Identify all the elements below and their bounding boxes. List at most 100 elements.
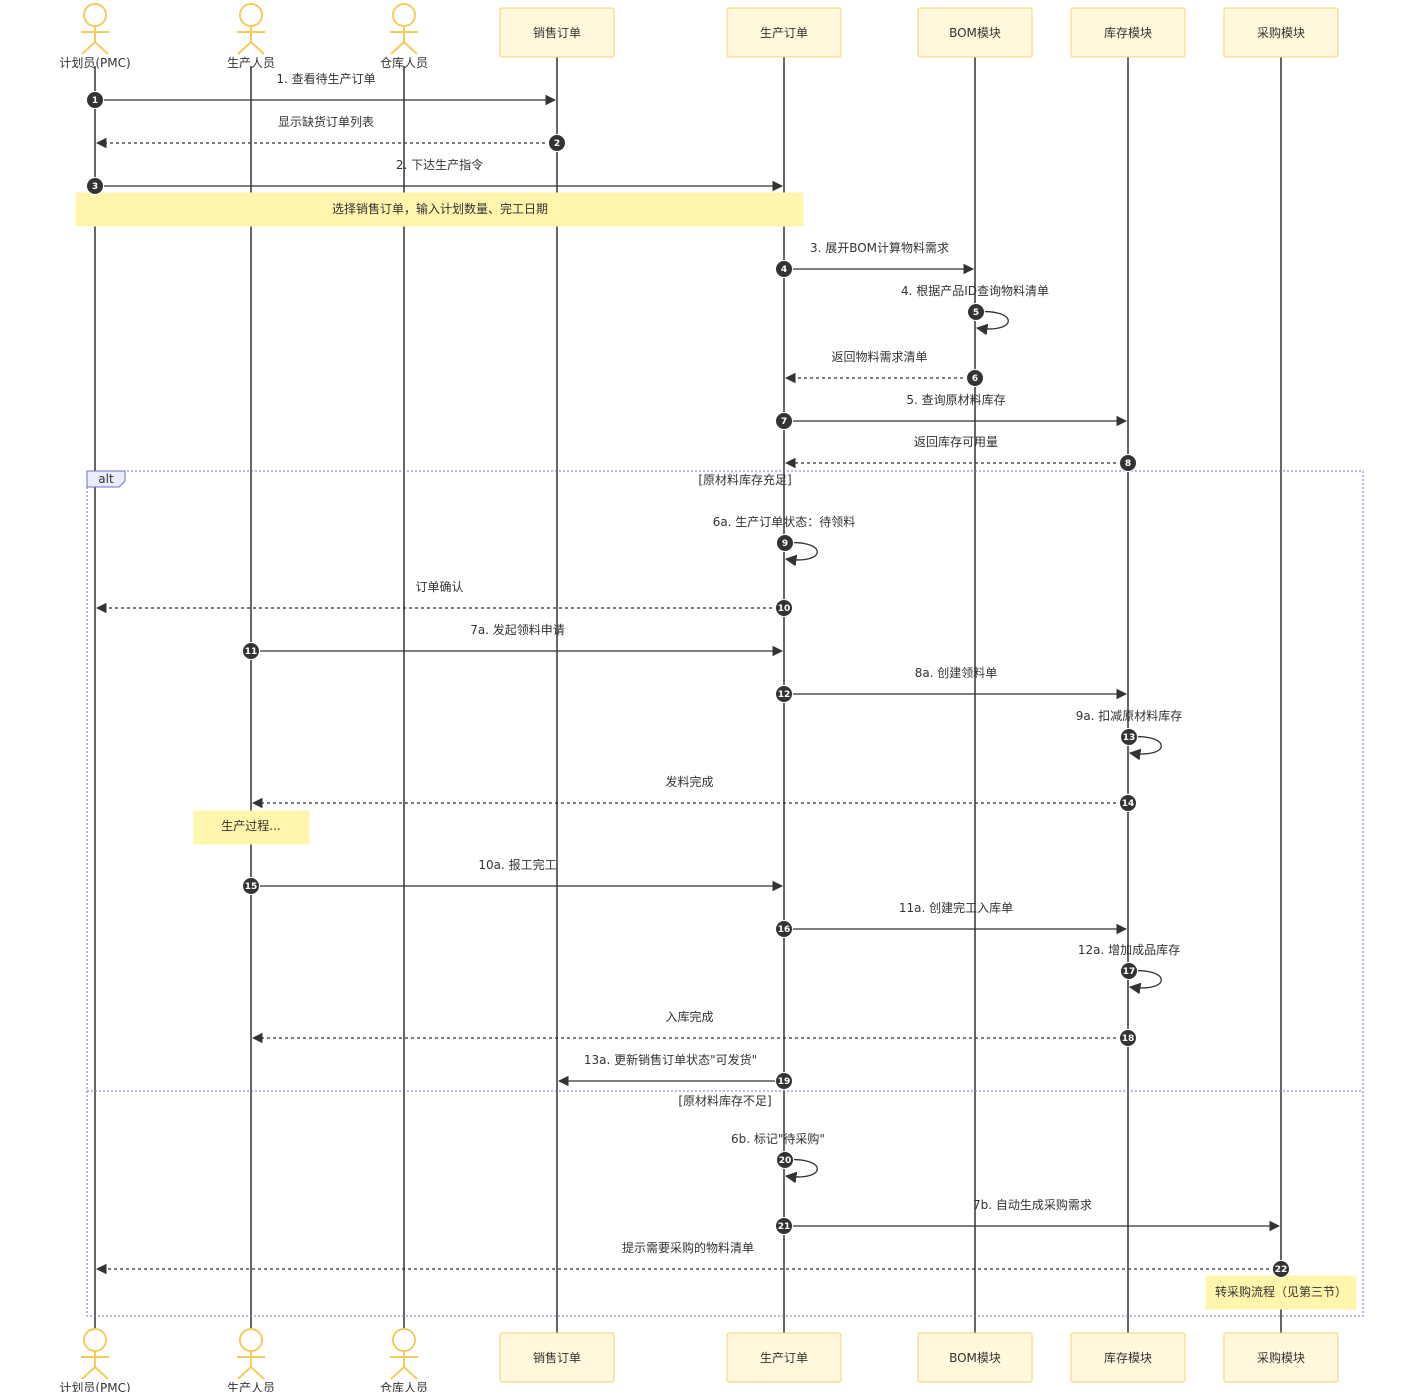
participant-prod_staff-top: 生产人员 bbox=[227, 3, 275, 70]
participant-label: 采购模块 bbox=[1257, 1350, 1305, 1365]
sequence-number: 3 bbox=[92, 182, 98, 192]
sequence-number-badge: 13 bbox=[1120, 728, 1138, 746]
participant-pmc-top: 计划员(PMC) bbox=[59, 3, 131, 70]
participant-wh_staff-bottom: 仓库人员 bbox=[380, 1328, 428, 1395]
note-to-purchase: 转采购流程（见第三节） bbox=[1205, 1275, 1357, 1310]
actor-label: 仓库人员 bbox=[380, 1380, 428, 1392]
alt-fragment: alt [原材料库存充足] [原材料库存不足] bbox=[86, 470, 1364, 1317]
actor-label: 仓库人员 bbox=[380, 55, 428, 70]
message-arrow bbox=[783, 541, 818, 567]
actor-icon bbox=[81, 1328, 109, 1380]
sequence-number: 19 bbox=[778, 1077, 791, 1087]
message-label: 13a. 更新销售订单状态"可发货" bbox=[584, 1052, 757, 1067]
note-box bbox=[75, 192, 804, 227]
actor-icon bbox=[390, 1328, 418, 1380]
actor-label: 生产人员 bbox=[227, 56, 275, 70]
participant-box bbox=[1070, 7, 1186, 58]
sequence-number-badge: 15 bbox=[242, 877, 260, 895]
message-label: 2. 下达生产指令 bbox=[396, 157, 483, 172]
alt-frame bbox=[86, 470, 1364, 1317]
message-15: 10a. 报工完工 15 bbox=[242, 857, 784, 895]
message-label: 10a. 报工完工 bbox=[478, 857, 556, 872]
sequence-number-badge: 4 bbox=[775, 260, 793, 278]
participant-box bbox=[726, 1332, 842, 1383]
note-text: 转采购流程（见第三节） bbox=[1215, 1284, 1347, 1299]
participant-pmc-bottom: 计划员(PMC) bbox=[59, 1328, 131, 1395]
sequence-number-badge: 14 bbox=[1119, 794, 1137, 812]
sequence-number-badge: 9 bbox=[776, 534, 794, 552]
alt-condition-insufficient: [原材料库存不足] bbox=[678, 1093, 771, 1108]
sequence-number-badge: 12 bbox=[775, 685, 793, 703]
message-label: 提示需要采购的物料清单 bbox=[622, 1240, 754, 1255]
alt-condition-sufficient: [原材料库存充足] bbox=[698, 472, 791, 487]
sequence-number: 10 bbox=[778, 604, 791, 614]
participant-inventory-top: 库存模块 bbox=[1070, 7, 1186, 58]
message-label: 入库完成 bbox=[665, 1009, 713, 1024]
message-label: 返回物料需求清单 bbox=[831, 350, 927, 364]
note-box bbox=[193, 810, 310, 845]
message-arrow bbox=[1127, 969, 1162, 995]
participant-label: 库存模块 bbox=[1104, 25, 1152, 40]
message-22: 提示需要采购的物料清单 22 bbox=[95, 1240, 1290, 1278]
actor-icon bbox=[237, 3, 265, 55]
message-21: 7b. 自动生成采购需求 21 bbox=[775, 1197, 1281, 1235]
participant-label: 生产订单 bbox=[760, 1351, 808, 1365]
participant-label: 采购模块 bbox=[1257, 25, 1305, 40]
message-14: 发料完成 14 bbox=[251, 774, 1137, 812]
message-11: 7a. 发起领料申请 11 bbox=[242, 622, 784, 660]
participant-label: 销售订单 bbox=[533, 25, 581, 40]
participant-wh_staff-top: 仓库人员 bbox=[380, 3, 428, 70]
sequence-number: 8 bbox=[1125, 459, 1131, 469]
sequence-number: 18 bbox=[1122, 1034, 1135, 1044]
message-3: 2. 下达生产指令 3 bbox=[86, 157, 784, 195]
actor-icon bbox=[390, 3, 418, 55]
note-text: 选择销售订单，输入计划数量、完工日期 bbox=[332, 201, 548, 216]
message-label: 1. 查看待生产订单 bbox=[276, 72, 375, 86]
participant-sales_order-top: 销售订单 bbox=[499, 7, 615, 58]
actor-label: 计划员(PMC) bbox=[59, 1381, 130, 1392]
message-label: 7a. 发起领料申请 bbox=[470, 622, 565, 637]
actor-label: 生产人员 bbox=[227, 1381, 275, 1392]
message-label: 发料完成 bbox=[665, 774, 713, 789]
message-label: 4. 根据产品ID查询物料清单 bbox=[901, 284, 1049, 298]
message-label: 显示缺货订单列表 bbox=[278, 114, 374, 129]
message-4: 3. 展开BOM计算物料需求 4 bbox=[775, 240, 975, 278]
message-6: 返回物料需求清单 6 bbox=[784, 350, 984, 387]
actor-label: 计划员(PMC) bbox=[59, 56, 130, 70]
sequence-number: 15 bbox=[245, 882, 258, 892]
note-box bbox=[1205, 1275, 1357, 1310]
participant-box bbox=[499, 7, 615, 58]
participant-label: 库存模块 bbox=[1104, 1350, 1152, 1365]
participant-label: 生产订单 bbox=[760, 26, 808, 40]
sequence-number-badge: 19 bbox=[775, 1072, 793, 1090]
sequence-number-badge: 21 bbox=[775, 1217, 793, 1235]
actor-icon bbox=[237, 1328, 265, 1380]
message-arrow bbox=[783, 1158, 818, 1184]
sequence-number: 14 bbox=[1122, 799, 1135, 809]
sequence-number: 13 bbox=[1123, 733, 1136, 743]
sequence-number: 6 bbox=[972, 374, 978, 384]
participant-box bbox=[917, 1332, 1033, 1383]
sequence-number-badge: 22 bbox=[1272, 1260, 1290, 1278]
lifelines bbox=[94, 57, 1282, 1333]
message-label: 11a. 创建完工入库单 bbox=[899, 900, 1013, 915]
participants-top: 计划员(PMC) 生产人员 仓库人员 销售订单 生产订单 BOM模块 库存模块 采购模块 bbox=[59, 3, 1339, 70]
sequence-number-badge: 11 bbox=[242, 642, 260, 660]
participant-sales_order-bottom: 销售订单 bbox=[499, 1332, 615, 1383]
message-label: 3. 展开BOM计算物料需求 bbox=[810, 240, 949, 255]
sequence-number-badge: 8 bbox=[1119, 454, 1137, 472]
participant-label: BOM模块 bbox=[949, 26, 1001, 40]
message-label: 7b. 自动生成采购需求 bbox=[973, 1197, 1092, 1212]
message-20: 6b. 标记"待采购"20 bbox=[731, 1131, 825, 1184]
